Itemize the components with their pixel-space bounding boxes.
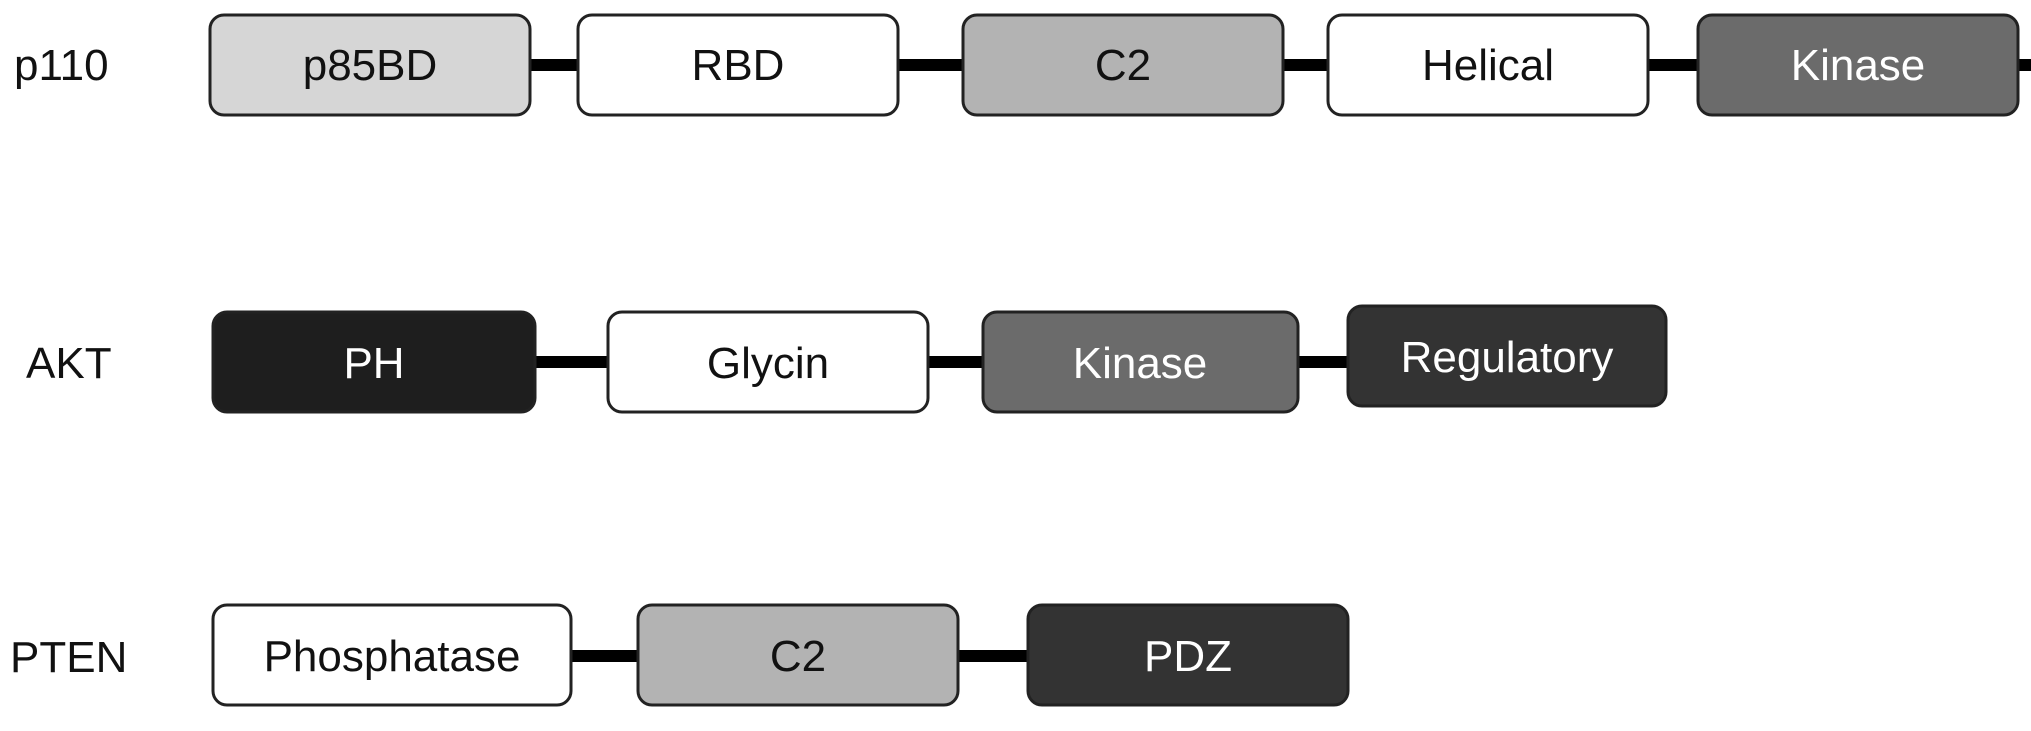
- domain-label: p85BD: [303, 41, 438, 90]
- domain-box: PH: [211, 310, 537, 414]
- domain-box: C2: [636, 603, 960, 707]
- domain-rect: [1696, 13, 2020, 117]
- domain-rect: [211, 603, 573, 707]
- domain-rect: [1026, 603, 1350, 707]
- domain-label: Kinase: [1073, 339, 1208, 388]
- protein-name-label: p110: [14, 41, 109, 90]
- domain-rect: [961, 13, 1285, 117]
- domain-label: C2: [770, 632, 826, 681]
- domain-label: Phosphatase: [264, 632, 521, 681]
- domain-label: Kinase: [1791, 41, 1926, 90]
- domain-box: p85BD: [208, 13, 532, 117]
- domain-label: PH: [343, 339, 404, 388]
- domain-rect: [576, 13, 900, 117]
- domain-box: Glycin: [606, 310, 930, 414]
- domain-rect: [1326, 13, 1650, 117]
- protein-name-label: PTEN: [10, 633, 127, 682]
- domain-rect: [636, 603, 960, 707]
- domain-label: Glycin: [707, 339, 829, 388]
- domain-box: PDZ: [1026, 603, 1350, 707]
- domain-label: PDZ: [1144, 632, 1232, 681]
- domain-box: Regulatory: [1346, 304, 1668, 408]
- protein-row-p110: p110 p85BD RBD C2 Helical Kinase: [14, 13, 2031, 117]
- domain-label: RBD: [692, 41, 785, 90]
- protein-name-label: AKT: [26, 339, 112, 388]
- domain-box: RBD: [576, 13, 900, 117]
- domain-rect: [211, 310, 537, 414]
- protein-row-akt: AKT PH Glycin Kinase Regulatory: [26, 304, 1668, 414]
- domain-label: Helical: [1422, 41, 1554, 90]
- domain-rect: [981, 310, 1300, 414]
- domain-box: Helical: [1326, 13, 1650, 117]
- domain-box: Phosphatase: [211, 603, 573, 707]
- domain-rect: [606, 310, 930, 414]
- domain-box: Kinase: [1696, 13, 2020, 117]
- domain-rect: [1346, 304, 1668, 408]
- domain-label: Regulatory: [1401, 333, 1614, 382]
- domain-box: C2: [961, 13, 1285, 117]
- protein-row-pten: PTEN Phosphatase C2 PDZ: [10, 603, 1350, 707]
- domain-label: C2: [1095, 41, 1151, 90]
- domain-rect: [208, 13, 532, 117]
- domain-box: Kinase: [981, 310, 1300, 414]
